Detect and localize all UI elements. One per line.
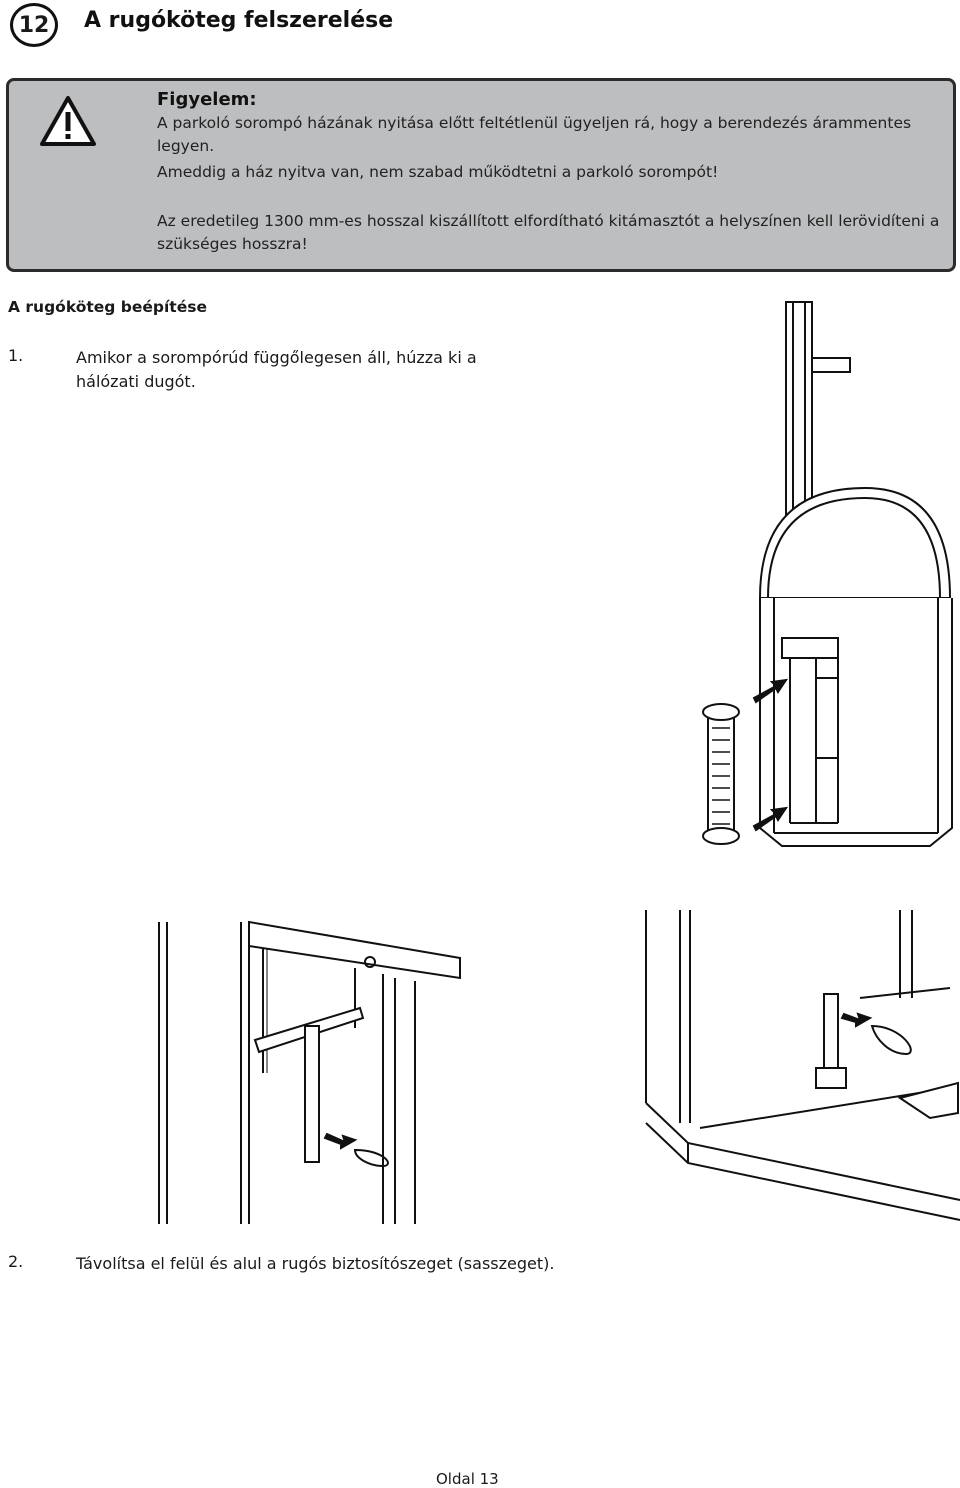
section-title: A rugóköteg beépítése bbox=[8, 298, 207, 316]
step-1-text-line1: Amikor a sorompórúd függőlegesen áll, hú… bbox=[76, 348, 477, 367]
warning-title: Figyelem: bbox=[157, 89, 257, 110]
warning-line-4: szükséges hosszra! bbox=[157, 235, 308, 253]
warning-line-3: Az eredetileg 1300 mm-es hosszal kiszáll… bbox=[157, 212, 940, 230]
step-number: 12 bbox=[18, 12, 50, 38]
step-1-text-line2: hálózati dugót. bbox=[76, 372, 196, 391]
upper-split-pin-illustration bbox=[158, 920, 461, 1224]
step-2-text: Távolítsa el felül és alul a rugós bizto… bbox=[76, 1254, 555, 1273]
page-title: A rugóköteg felszerelése bbox=[84, 8, 394, 33]
warning-line-1: A parkoló sorompó házának nyitása előtt … bbox=[157, 114, 912, 155]
step-2-number: 2. bbox=[8, 1252, 24, 1271]
page-number: Oldal 13 bbox=[436, 1470, 499, 1488]
lower-split-pin-illustration bbox=[645, 910, 960, 1221]
step-number-badge: 12 bbox=[10, 3, 58, 47]
warning-triangle-icon bbox=[40, 96, 96, 146]
step-1-number: 1. bbox=[8, 346, 24, 365]
warning-line-2: Ameddig a ház nyitva van, nem szabad műk… bbox=[157, 163, 719, 181]
warning-box: Figyelem: A parkoló sorompó házának nyit… bbox=[6, 78, 956, 272]
barrier-housing-illustration bbox=[702, 301, 953, 847]
